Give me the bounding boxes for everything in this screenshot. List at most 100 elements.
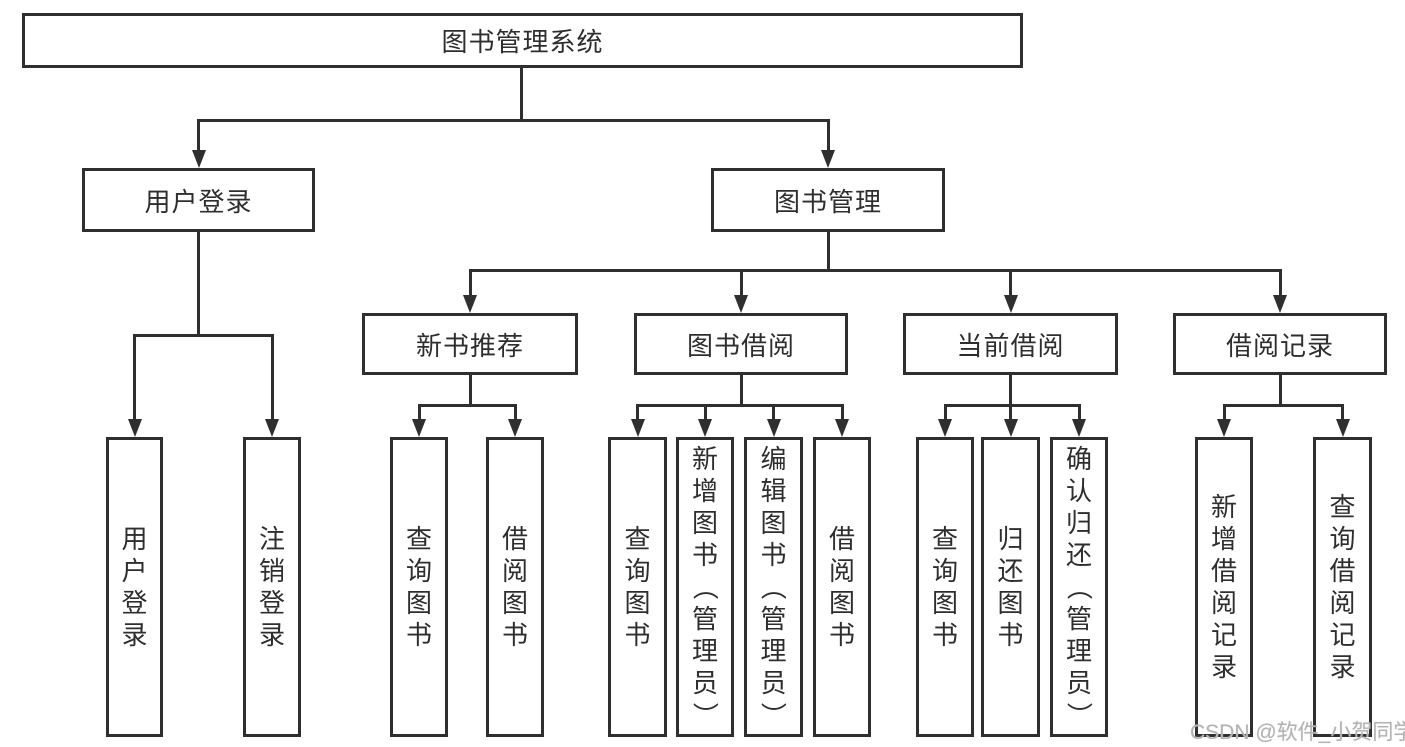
arrowhead-down-icon — [734, 295, 748, 313]
vertical-char: 员 — [691, 668, 718, 698]
vertical-char: （ — [758, 573, 789, 601]
vertical-char: 询 — [931, 556, 958, 586]
vertical-char: 书 — [405, 620, 432, 650]
connector-arrow-line — [197, 120, 200, 154]
vertical-char: 借 — [501, 524, 528, 554]
vertical-char: 录 — [1329, 652, 1356, 682]
vertical-char: 录 — [258, 620, 285, 650]
connector-arrow-line — [840, 405, 844, 423]
connector-branch-line — [417, 403, 517, 407]
vertical-char: 书 — [828, 620, 855, 650]
connector-arrow-line — [772, 405, 775, 423]
node-borrowing-records: 借阅记录 — [1173, 313, 1387, 375]
vertical-char: 图 — [501, 588, 528, 618]
arrowhead-down-icon — [698, 419, 712, 437]
node-book-management: 图书管理 — [711, 168, 945, 232]
connector-stem-line — [1009, 375, 1012, 407]
leaf-query-books-borrow: 查询图书 — [608, 437, 667, 737]
arrowhead-down-icon — [1003, 295, 1018, 313]
arrowhead-down-icon — [265, 419, 279, 437]
vertical-char: 员 — [1065, 668, 1092, 698]
vertical-char: 员 — [760, 668, 787, 698]
connector-arrow-line — [270, 335, 274, 423]
vertical-char: 图 — [828, 588, 855, 618]
vertical-char: 管 — [760, 604, 787, 634]
leaf-confirm-return-admin: 确认归还（管理员） — [1050, 437, 1108, 737]
vertical-char: 图 — [931, 588, 958, 618]
node-user-login: 用户登录 — [82, 168, 315, 232]
leaf-query-borrow-record: 查询借阅记录 — [1313, 437, 1372, 737]
vertical-char: 书 — [931, 620, 958, 650]
vertical-char: 图 — [624, 588, 651, 618]
vertical-char: 辑 — [760, 476, 787, 506]
connector-arrow-line — [468, 270, 472, 299]
vertical-char: 查 — [931, 524, 958, 554]
node-new-book-recommendation: 新书推荐 — [362, 313, 578, 375]
vertical-char: 查 — [405, 524, 432, 554]
csdn-watermark: CSDN @软件_小贺同学 — [1190, 721, 1405, 744]
leaf-add-books-admin: 新增图书（管理员） — [676, 437, 734, 737]
vertical-char: 图 — [997, 588, 1024, 618]
arrowhead-down-icon — [630, 419, 645, 437]
vertical-char: 用 — [121, 524, 148, 554]
vertical-char: 确 — [1065, 444, 1092, 474]
arrowhead-down-icon — [766, 419, 781, 437]
vertical-char: 查 — [1329, 492, 1356, 522]
vertical-char: 编 — [760, 444, 787, 474]
vertical-char: （ — [689, 573, 720, 601]
vertical-char: 理 — [691, 636, 718, 666]
vertical-char: 理 — [1065, 636, 1092, 666]
connector-arrow-line — [739, 270, 743, 299]
arrowhead-down-icon — [835, 419, 849, 437]
connector-arrow-line — [636, 405, 639, 423]
vertical-char: 管 — [1065, 604, 1092, 634]
connector-arrow-line — [826, 120, 830, 154]
vertical-char: 还 — [997, 556, 1024, 586]
node-book-borrowing: 图书借阅 — [634, 313, 848, 375]
connector-branch-line — [636, 403, 844, 407]
vertical-char: 借 — [1210, 556, 1237, 586]
vertical-char: 户 — [121, 556, 148, 586]
vertical-char: 借 — [828, 524, 855, 554]
connector-arrow-line — [513, 405, 517, 423]
vertical-char: 书 — [691, 540, 718, 570]
vertical-char: 借 — [1329, 556, 1356, 586]
leaf-logout: 注销登录 — [243, 437, 301, 737]
leaf-user-login: 用户登录 — [106, 437, 163, 737]
leaf-query-books-current: 查询图书 — [916, 437, 974, 737]
leaf-add-borrow-record: 新增借阅记录 — [1195, 437, 1253, 737]
connector-arrow-line — [1009, 405, 1012, 423]
leaf-return-books: 归还图书 — [981, 437, 1040, 737]
connector-arrow-line — [1341, 405, 1344, 423]
connector-stem-line — [468, 375, 472, 407]
vertical-char: 阅 — [501, 556, 528, 586]
vertical-char: 录 — [121, 620, 148, 650]
vertical-char: 图 — [760, 508, 787, 538]
connector-branch-line — [1222, 403, 1344, 407]
connector-branch-line — [133, 333, 274, 337]
connector-branch-line — [468, 268, 1282, 272]
vertical-char: 阅 — [1210, 588, 1237, 618]
vertical-char: 阅 — [828, 556, 855, 586]
connector-arrow-line — [133, 335, 136, 423]
vertical-char: 书 — [760, 540, 787, 570]
vertical-char: 增 — [691, 476, 718, 506]
arrowhead-down-icon — [127, 419, 142, 437]
vertical-char: 录 — [1210, 652, 1237, 682]
vertical-char: 询 — [405, 556, 432, 586]
connector-stem-line — [519, 68, 523, 122]
vertical-char: 增 — [1210, 524, 1237, 554]
arrowhead-down-icon — [1217, 419, 1231, 437]
vertical-char: 新 — [1210, 492, 1237, 522]
vertical-char: ） — [689, 701, 720, 729]
connector-stem-line — [826, 232, 830, 272]
connector-arrow-line — [1009, 270, 1012, 299]
vertical-char: 询 — [1329, 524, 1356, 554]
connector-stem-line — [739, 375, 743, 407]
vertical-char: （ — [1063, 573, 1094, 601]
vertical-char: 理 — [760, 636, 787, 666]
connector-arrow-line — [1278, 270, 1282, 299]
vertical-char: 认 — [1065, 476, 1092, 506]
arrowhead-down-icon — [1335, 419, 1350, 437]
